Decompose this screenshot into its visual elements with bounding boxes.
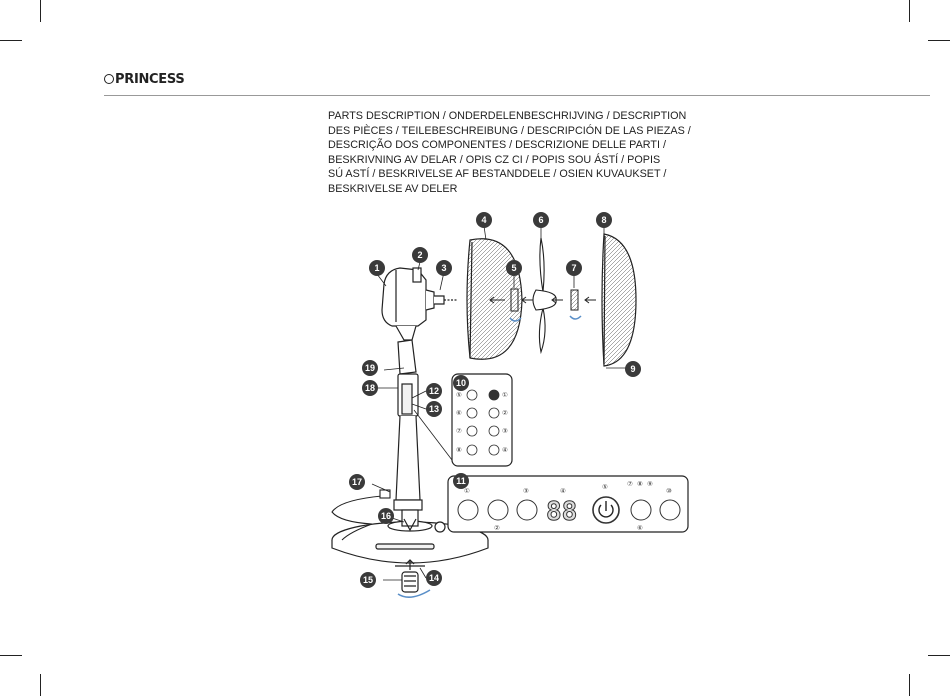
crop-mark xyxy=(928,655,950,656)
crop-mark xyxy=(40,674,41,696)
panel-marker: ① xyxy=(464,487,470,495)
parts-description-heading: PARTS DESCRIPTION / ONDERDELENBESCHRIJVI… xyxy=(328,110,691,195)
panel-marker: ⑤ xyxy=(602,483,608,491)
panel-marker: ⑥ xyxy=(637,524,643,532)
crop-mark xyxy=(40,0,41,22)
base-knob xyxy=(397,559,431,598)
svg-text:19: 19 xyxy=(365,363,375,373)
crop-mark xyxy=(909,674,910,696)
assembly-arrows xyxy=(489,296,596,304)
remote-marker-right: ① xyxy=(502,391,508,399)
part-badge: 6 xyxy=(533,212,549,228)
svg-text:15: 15 xyxy=(363,575,373,585)
remote-marker-right: ② xyxy=(502,409,508,417)
motor-housing xyxy=(381,267,458,341)
svg-text:18: 18 xyxy=(365,383,375,393)
svg-text:11: 11 xyxy=(456,476,466,486)
panel-marker: ⑩ xyxy=(666,487,672,495)
part-badge: 15 xyxy=(360,572,376,588)
svg-text:2: 2 xyxy=(417,250,422,260)
panel-marker: ③ xyxy=(523,487,529,495)
part-badge: 12 xyxy=(426,383,442,399)
svg-text:8: 8 xyxy=(601,215,606,225)
part-badge: 8 xyxy=(596,212,612,228)
svg-text:14: 14 xyxy=(429,573,439,583)
part-badge: 1 xyxy=(369,260,385,276)
remote-marker-left: ⑦ xyxy=(456,427,462,435)
remote-marker-left: ⑧ xyxy=(456,446,462,454)
part-badge: 11 xyxy=(453,473,469,489)
svg-text:9: 9 xyxy=(630,364,635,374)
panel-marker: ⑦ xyxy=(627,480,633,488)
svg-text:12: 12 xyxy=(429,386,439,396)
part-badge: 9 xyxy=(625,361,641,377)
svg-text:10: 10 xyxy=(456,378,466,388)
crop-mark xyxy=(909,0,910,22)
svg-text:5: 5 xyxy=(511,263,516,273)
svg-text:4: 4 xyxy=(481,215,486,225)
leader-lines xyxy=(371,225,630,581)
svg-text:6: 6 xyxy=(538,215,543,225)
part-badge: 14 xyxy=(426,570,442,586)
header-rule xyxy=(104,95,930,96)
svg-text:13: 13 xyxy=(429,404,439,414)
svg-text:1: 1 xyxy=(374,263,379,273)
fan-pole xyxy=(393,339,423,511)
remote-control: ⑤ ⑥ ⑦ ⑧ ① ② ③ ④ xyxy=(451,373,513,467)
remote-marker-left: ⑤ xyxy=(456,391,462,399)
rear-grill-nut xyxy=(509,288,522,322)
panel-marker: ② xyxy=(494,524,500,532)
panel-marker: ⑧ xyxy=(637,480,643,488)
panel-marker: ④ xyxy=(560,487,566,495)
svg-text:3: 3 xyxy=(441,263,446,273)
control-panel: 88 ① ③ ④ ⑤ ⑦ ⑧ ⑨ ⑩ ② ⑥ xyxy=(447,475,689,533)
part-badge: 18 xyxy=(362,380,378,396)
remote-marker-right: ③ xyxy=(502,427,508,435)
blade-nut xyxy=(569,289,582,320)
part-badge: 19 xyxy=(362,360,378,376)
svg-text:7: 7 xyxy=(571,263,576,273)
part-badge: 7 xyxy=(566,260,582,276)
display-digits: 88 xyxy=(546,497,577,527)
crop-mark xyxy=(0,40,22,41)
part-badges: 1 2 3 4 5 6 7 8 9 10 11 12 13 14 15 16 1… xyxy=(349,212,641,588)
part-badge: 2 xyxy=(412,247,428,263)
remote-marker-left: ⑥ xyxy=(456,409,462,417)
remote-marker-right: ④ xyxy=(502,446,508,454)
crop-mark xyxy=(0,655,22,656)
part-badge: 13 xyxy=(426,401,442,417)
part-badge: 10 xyxy=(453,375,469,391)
front-grill xyxy=(601,233,637,367)
panel-marker: ⑨ xyxy=(647,480,653,488)
brand-name: PRINCESS xyxy=(115,72,185,87)
part-badge: 17 xyxy=(349,474,365,490)
part-badge: 3 xyxy=(436,260,452,276)
princess-crown-icon xyxy=(104,74,114,84)
fan-blade xyxy=(532,237,557,355)
svg-text:16: 16 xyxy=(381,511,391,521)
svg-text:17: 17 xyxy=(352,477,362,487)
part-badge: 16 xyxy=(378,508,394,524)
crop-mark xyxy=(928,40,950,41)
brand-logo: PRINCESS xyxy=(104,72,185,87)
part-badge: 4 xyxy=(476,212,492,228)
part-badge: 5 xyxy=(506,260,522,276)
